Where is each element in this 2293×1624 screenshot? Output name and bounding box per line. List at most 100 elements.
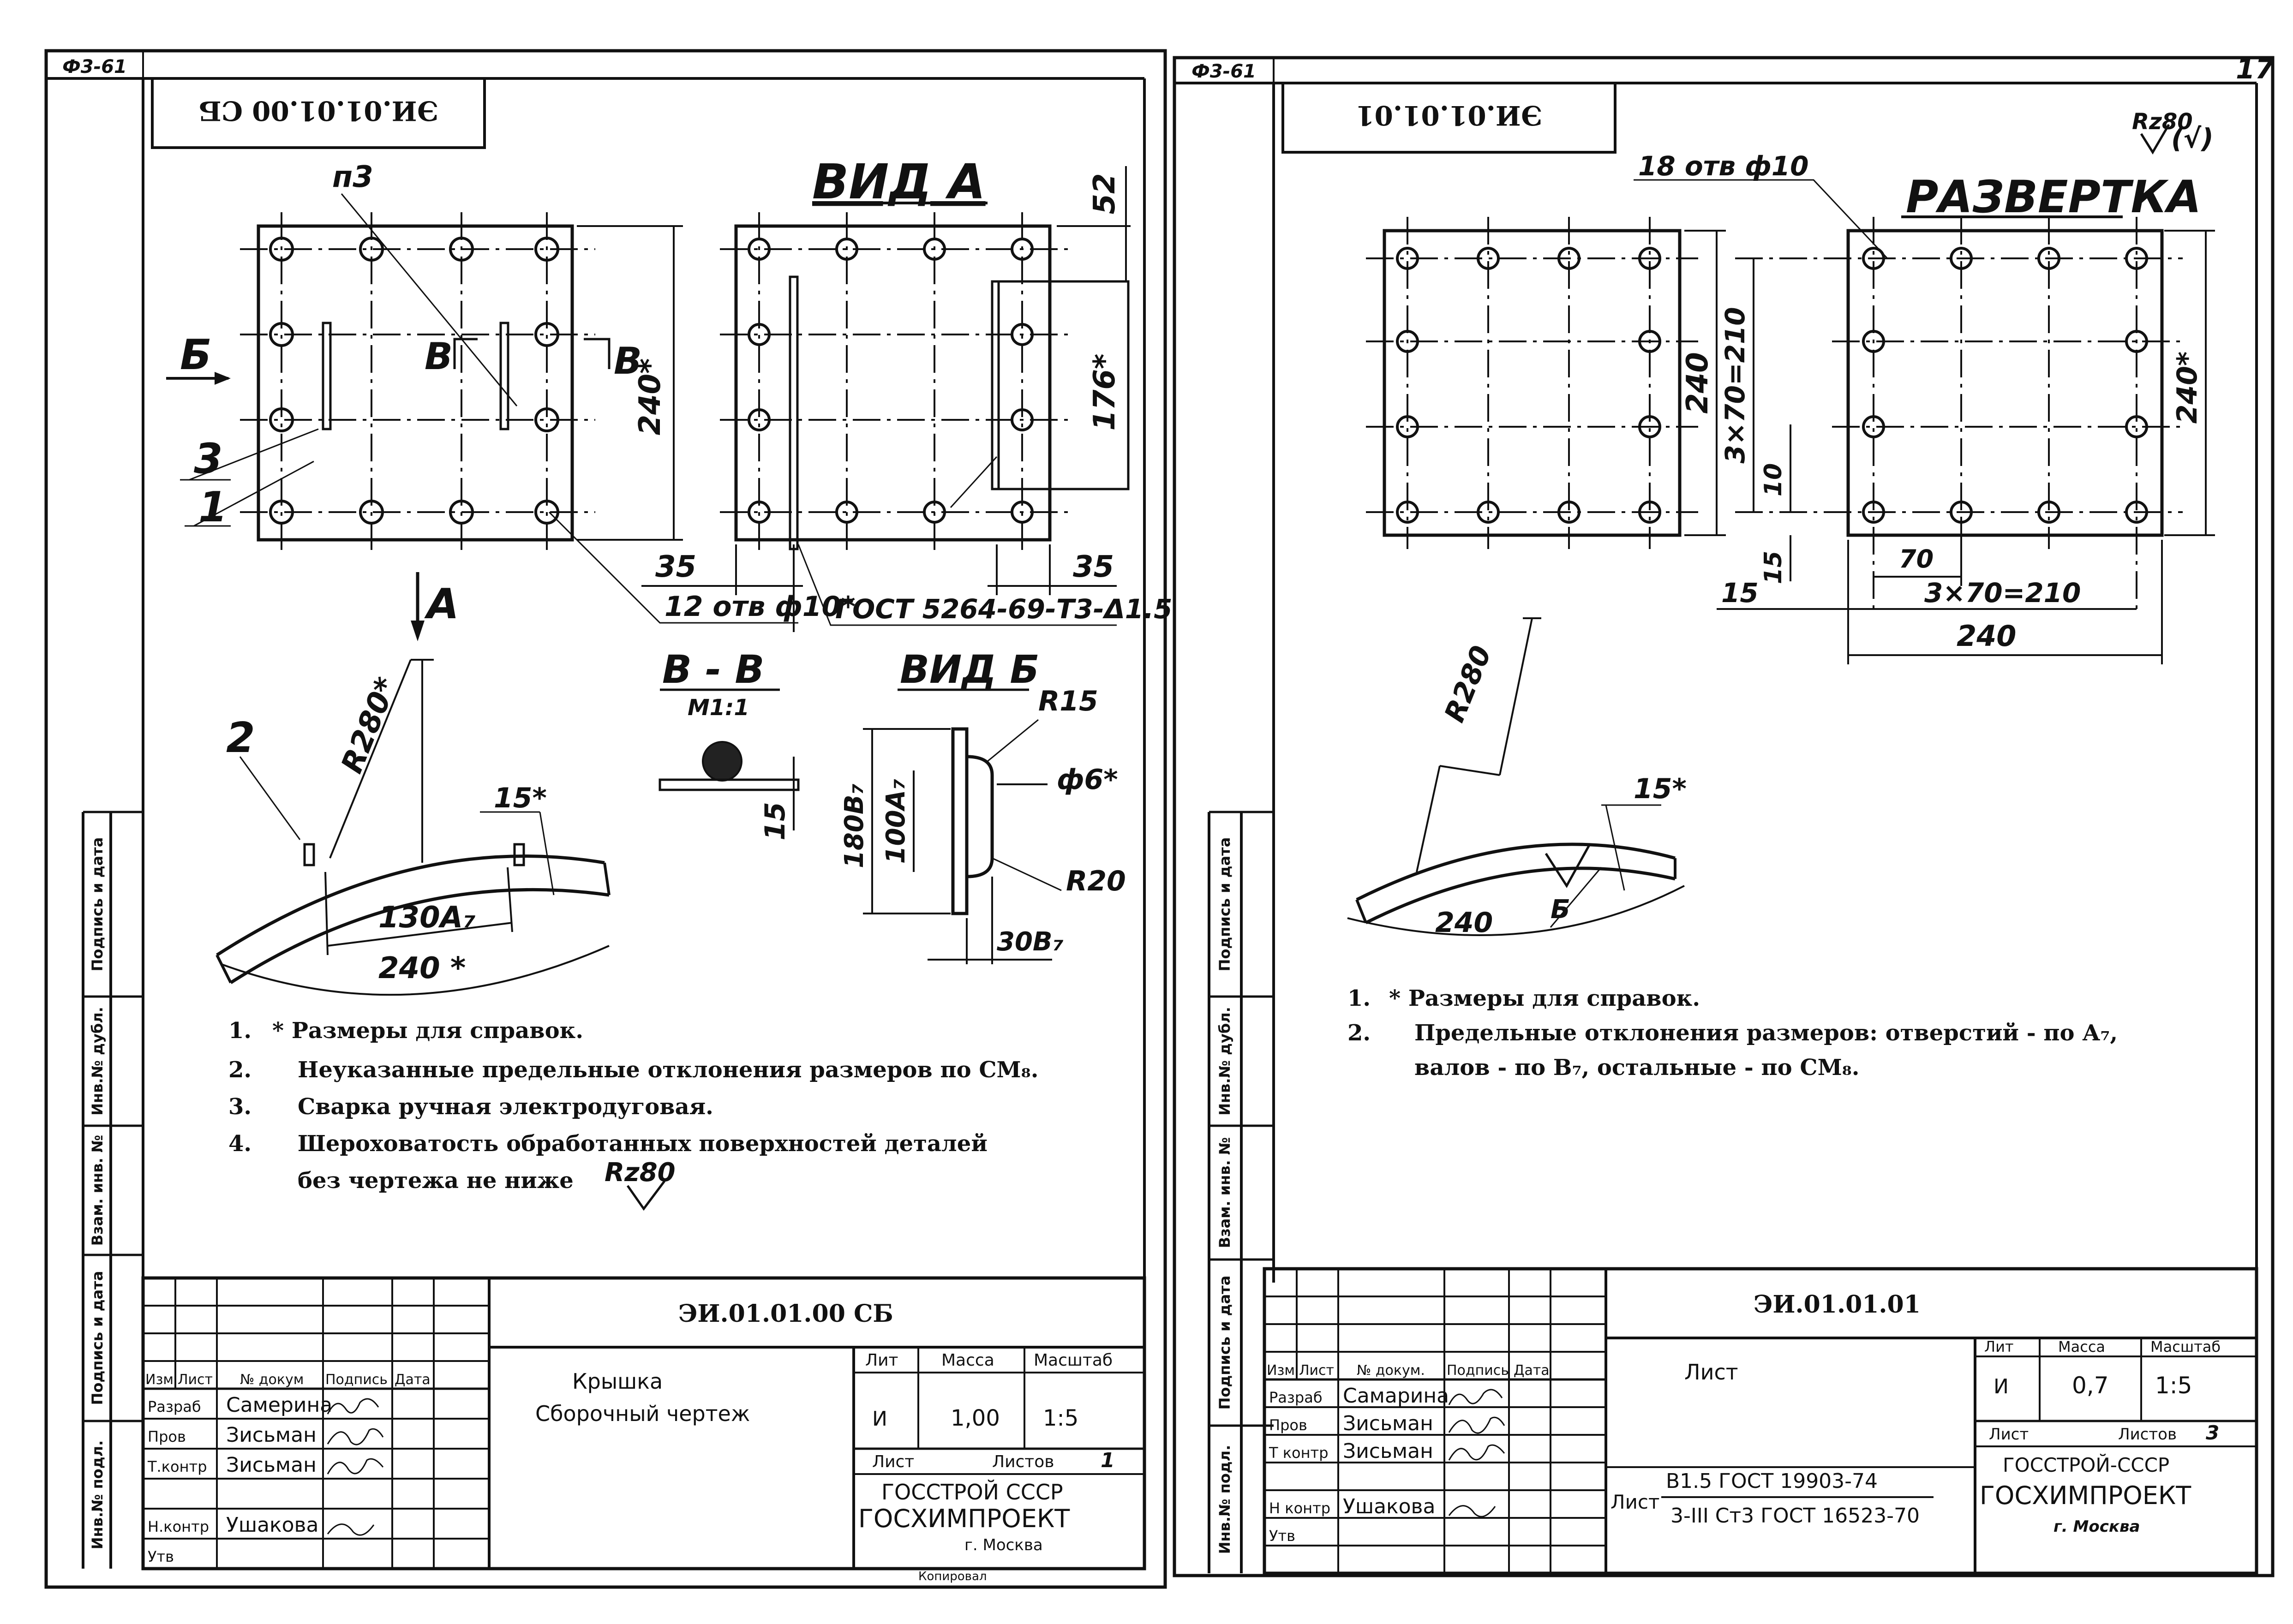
left-tb-code: ЭИ.01.01.00 СБ	[678, 1300, 893, 1328]
bolt-hole-11	[923, 501, 946, 524]
left-person-2: Зисьман	[226, 1423, 317, 1447]
view-a-outline	[734, 224, 1052, 542]
bolt-hole-3	[449, 237, 474, 262]
right-tb-lit-label: Лит	[1984, 1338, 2014, 1355]
left-tb-mass-value: 1,00	[951, 1405, 1000, 1431]
view-b-dia6: ф6*	[1057, 764, 1118, 796]
right-tb-city: г. Москва	[2054, 1517, 2140, 1536]
right-note-num-1: 1.	[1347, 985, 1371, 1011]
left-tb-doctype: Сборочный чертеж	[535, 1401, 750, 1426]
left-stamp-label-5: Инв.№ подл.	[89, 1440, 106, 1549]
bolt-hole-1	[1396, 247, 1419, 270]
unfold-title: РАЗВЕРТКА	[1906, 171, 2201, 223]
section-v-arrow-1	[453, 338, 478, 369]
view-b-r15: R15	[1038, 685, 1098, 717]
left-note-text-5: без чертежа не ниже	[298, 1168, 574, 1194]
bolt-hole-7	[1862, 415, 1885, 438]
right-note-text-3: валов - по В₇, остальные - по СМ₈.	[1414, 1055, 1859, 1081]
right-tb-mass-label: Масса	[2058, 1338, 2105, 1355]
radius-leader	[329, 659, 412, 859]
right-signature-3	[1448, 1444, 1505, 1461]
view-b-dim-180: 180В₇	[839, 783, 869, 868]
roughness-check-icon	[626, 1180, 665, 1211]
left-view-b: ВИД Б R15 R20 ф6* 180В₇ 100А₇ 30В₇	[839, 647, 1126, 964]
side-arc-end-right	[603, 862, 611, 896]
bolt-hole-6	[1638, 330, 1661, 353]
right-plan-view: 240	[1366, 217, 1726, 549]
left-role-1: Разраб	[148, 1398, 201, 1415]
right-role-5: Утв	[1269, 1527, 1295, 1545]
right-outer-frame	[1173, 56, 2275, 1577]
dim-35-right-text: 35	[1073, 550, 1114, 584]
left-code-box	[151, 77, 486, 149]
right-tb-sheets-value: 3	[2206, 1421, 2219, 1444]
right-dim-240-arc	[1347, 885, 1685, 936]
bolt-hole-4	[1011, 238, 1034, 261]
left-note-num-2: 2.	[228, 1057, 251, 1083]
bolt-hole-10	[359, 500, 384, 525]
left-hdr-doc: № докум	[240, 1372, 304, 1388]
unfold-dim-240-star: 240*	[2171, 352, 2203, 424]
right-side-view: R280 Б 15* 240	[1347, 617, 1687, 939]
right-tb-scale-label: Масштаб	[2150, 1338, 2221, 1355]
view-b-plate	[951, 727, 969, 915]
right-tb-scale-value: 1:5	[2155, 1372, 2192, 1399]
view-b-arrowhead	[215, 372, 231, 385]
right-tb-sheets-label: Листов	[2118, 1425, 2177, 1444]
right-stamp-label-2: Инв.№ дубл.	[1216, 1007, 1233, 1116]
unfold-dim-15h: 15	[1721, 577, 1759, 609]
dim-240-arc	[221, 945, 610, 996]
pos3-label: 3	[194, 435, 223, 483]
left-tb-scale-label: Масштаб	[1034, 1351, 1113, 1370]
right-role-4: Н контр	[1269, 1499, 1330, 1517]
view-a-title: ВИД А	[812, 154, 986, 210]
holes-leader	[548, 511, 798, 624]
left-person-5: Ушакова	[226, 1513, 318, 1537]
left-role-5: Утв	[148, 1548, 174, 1565]
left-note-text-1: * Размеры для справок.	[272, 1018, 583, 1044]
left-tb-name: Крышка	[572, 1369, 663, 1394]
section-dim-15: 15	[759, 802, 791, 841]
left-stamp-label-4: Подпись и дата	[89, 1271, 106, 1405]
bolt-hole-12	[1638, 501, 1661, 524]
left-signature-5	[327, 1523, 375, 1536]
left-signature-2	[327, 1428, 384, 1445]
right-note-text-2: Предельные отклонения размеров: отверсти…	[1414, 1020, 2118, 1046]
dim-240-arc-text: 240 *	[378, 951, 466, 985]
right-tb-material-bottom: 3-III Ст3 ГОСТ 16523-70	[1670, 1504, 1920, 1528]
left-stamp-label-2: Инв.№ дубл.	[89, 1007, 106, 1116]
unfold-outline	[1846, 229, 2164, 537]
bolt-hole-10	[1477, 501, 1500, 524]
weld-label: ГОСТ 5264-69-Т3-Δ1.5	[835, 593, 1173, 625]
left-hdr-list: Лист	[178, 1372, 213, 1388]
right-tb-org2: ГОСХИМПРОЕКТ	[1980, 1481, 2191, 1510]
unfold-dim-10-text: 10	[1760, 463, 1787, 496]
dim-35-left-text: 35	[655, 550, 696, 584]
left-section-vv: В - В М1:1 15	[659, 647, 800, 841]
right-hdr-izm: Изм	[1267, 1362, 1295, 1379]
bolt-hole-12	[534, 500, 559, 525]
view-a-holes	[748, 238, 1034, 524]
right-dim-240-left: 240	[1681, 352, 1715, 414]
right-side-mark-leader	[1550, 867, 1602, 928]
left-note-num-1: 1.	[228, 1018, 251, 1044]
right-radius-line-3	[1416, 765, 1441, 872]
left-role-3: Т.контр	[147, 1458, 207, 1475]
bolt-hole-9	[269, 500, 294, 525]
left-hdr-sign: Подпись	[325, 1372, 388, 1388]
left-note-text-3: Сварка ручная электродуговая.	[298, 1094, 713, 1120]
right-roughness-mark: (√)	[2171, 123, 2214, 154]
bolt-hole-5	[748, 323, 771, 346]
dim-52-text: 52	[1088, 173, 1122, 214]
bolt-hole-8	[2125, 415, 2148, 438]
view-b-letter: Б	[180, 331, 212, 379]
right-tb-mass-value: 0,7	[2072, 1372, 2109, 1399]
right-dim-15-star-leader	[1605, 805, 1625, 891]
right-plan-holes	[1396, 247, 1661, 524]
left-sheet: Ф3-61 ЭИ.01.01.00 СБ Подпись и дата Инв.…	[44, 49, 1173, 1589]
view-b-title: ВИД Б	[900, 647, 1039, 692]
right-signature-2	[1448, 1416, 1505, 1434]
view-a-letter: А	[424, 580, 459, 628]
bolt-hole-8	[1011, 408, 1034, 431]
